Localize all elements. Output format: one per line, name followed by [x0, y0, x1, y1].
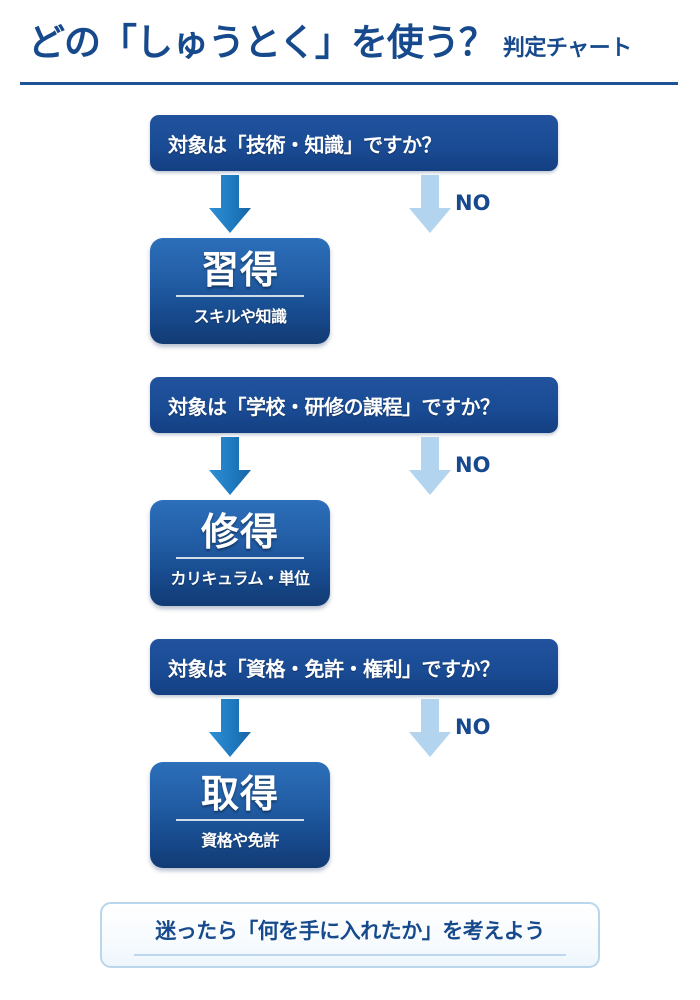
- footer-text: 迷ったら「何を手に入れたか」を考えよう: [155, 918, 545, 943]
- question-box-1[interactable]: 対象は「技術・知識」ですか？: [150, 115, 558, 171]
- arrow-down-icon-yes-3: [208, 699, 252, 759]
- question-text-3: 対象は「資格・免許・権利」ですか？: [168, 656, 500, 681]
- arrow-down-icon-yes-2: [208, 437, 252, 497]
- result-title-1: 習得: [200, 247, 279, 292]
- no-label-2: NO: [455, 453, 491, 477]
- branch-1: 対象は「技術・知識」ですか？ NO 習得 スキルや知識: [0, 95, 700, 357]
- arrow-down-icon-no-2: [408, 437, 452, 497]
- branch-2: 対象は「学校・研修の課程」ですか？ NO 修得 カリキュラム・単位: [0, 357, 700, 619]
- result-divider-1: [176, 295, 304, 298]
- result-subtitle-3: 資格や免許: [201, 831, 279, 851]
- result-box-1[interactable]: 習得 スキルや知識: [150, 238, 330, 344]
- result-title-3: 取得: [200, 771, 279, 816]
- question-text-2: 対象は「学校・研修の課程」ですか？: [168, 394, 500, 419]
- no-label-3: NO: [455, 715, 491, 739]
- page-title-sub: 判定チャート: [502, 36, 632, 61]
- footer-callout: 迷ったら「何を手に入れたか」を考えよう: [100, 902, 600, 968]
- result-subtitle-2: カリキュラム・単位: [170, 569, 310, 589]
- result-title-2: 修得: [200, 509, 279, 554]
- result-box-2[interactable]: 修得 カリキュラム・単位: [150, 500, 330, 606]
- result-box-3[interactable]: 取得 資格や免許: [150, 762, 330, 868]
- footer-divider: [134, 953, 566, 956]
- page-title: どの「しゅうとく」を使う？ 判定チャート: [28, 24, 678, 61]
- arrow-down-icon-no-1: [408, 175, 452, 235]
- question-box-2[interactable]: 対象は「学校・研修の課程」ですか？: [150, 377, 558, 433]
- result-subtitle-1: スキルや知識: [193, 307, 287, 327]
- question-text-1: 対象は「技術・知識」ですか？: [168, 132, 442, 157]
- arrow-down-icon-yes-1: [208, 175, 252, 235]
- result-divider-3: [176, 819, 304, 822]
- decision-flowchart: 対象は「技術・知識」ですか？ NO 習得 スキルや知識: [0, 95, 700, 881]
- question-box-3[interactable]: 対象は「資格・免許・権利」ですか？: [150, 639, 558, 695]
- no-label-1: NO: [455, 191, 491, 215]
- page-header: どの「しゅうとく」を使う？ 判定チャート: [0, 0, 700, 95]
- title-divider: [20, 82, 678, 85]
- result-divider-2: [176, 557, 304, 560]
- branch-3: 対象は「資格・免許・権利」ですか？ NO 取得 資格や免許: [0, 619, 700, 881]
- arrow-down-icon-no-3: [408, 699, 452, 759]
- page-title-main: どの「しゅうとく」を使う？: [28, 21, 496, 64]
